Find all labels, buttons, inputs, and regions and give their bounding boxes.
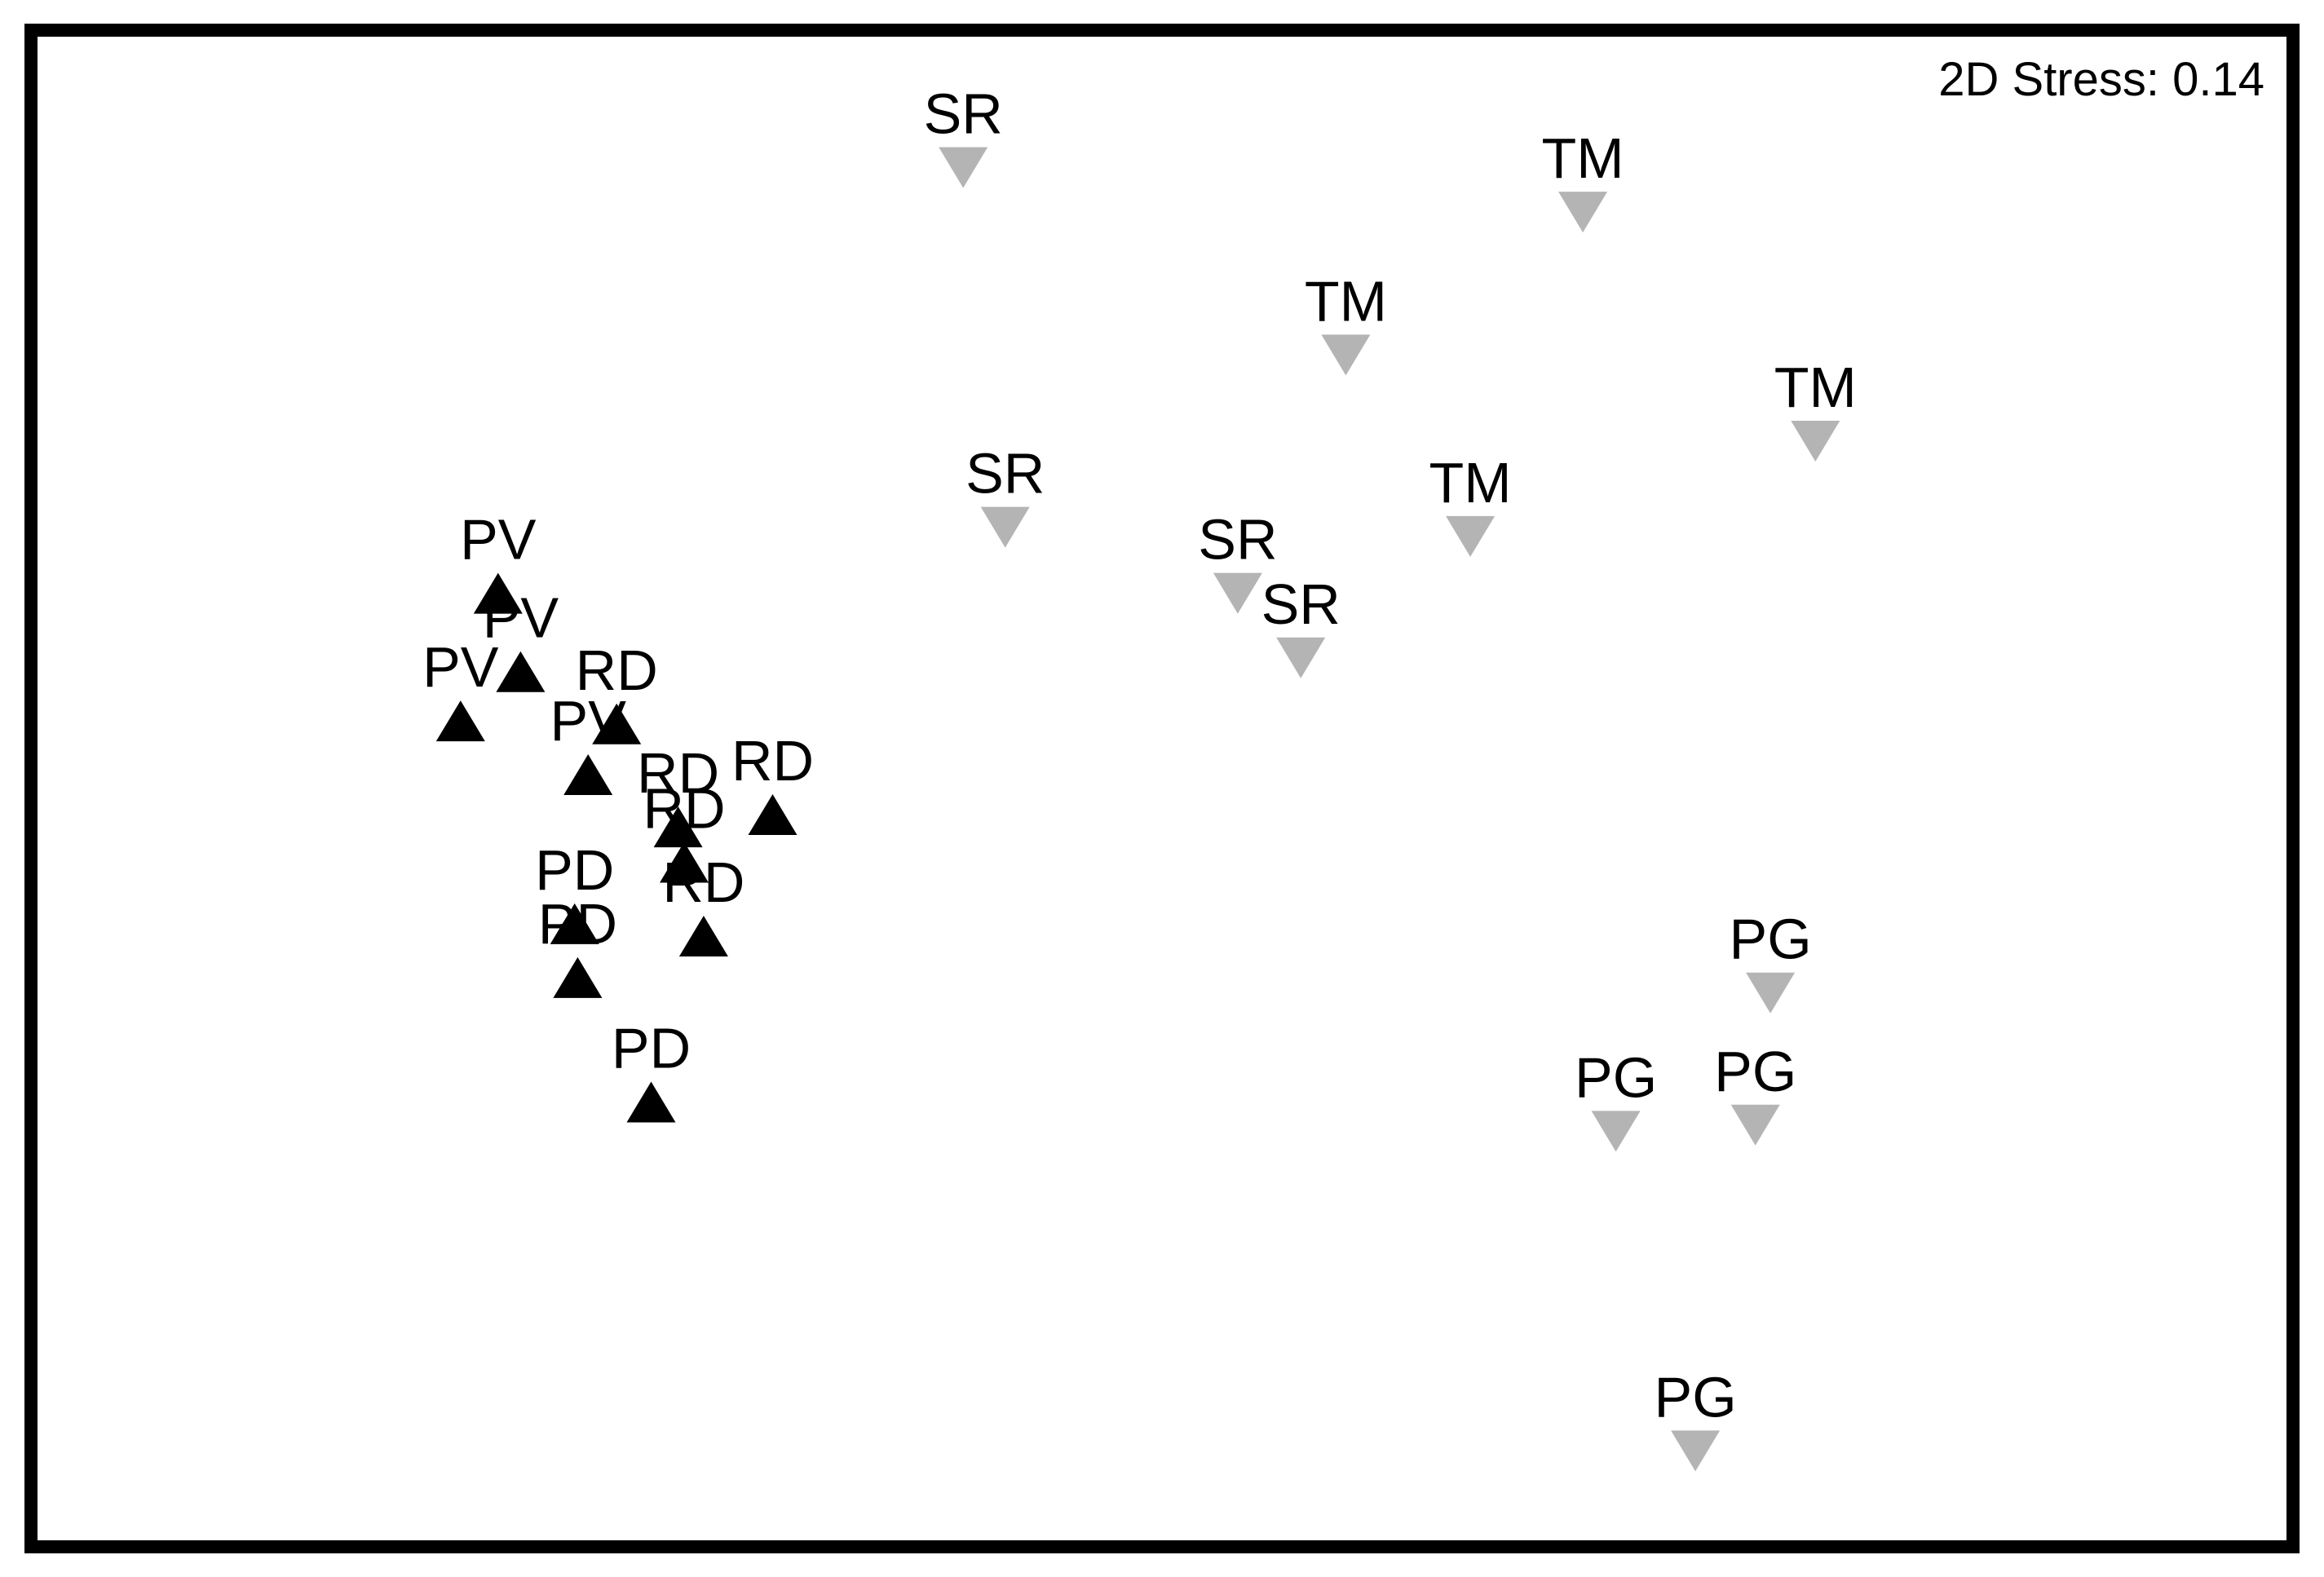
triangle-down-marker: [1671, 1430, 1721, 1472]
point-label: PG: [1714, 1040, 1796, 1103]
point-label: SR: [1198, 508, 1277, 572]
triangle-up-marker: [550, 903, 599, 944]
triangle-down-marker: [1558, 192, 1608, 233]
scatter-point-rd: RD: [662, 850, 744, 956]
triangle-up-marker: [678, 916, 728, 956]
scatter-point-sr: SR: [924, 82, 1003, 188]
point-label: PV: [483, 586, 559, 650]
triangle-up-marker: [653, 806, 703, 848]
point-label: TM: [1542, 126, 1624, 190]
triangle-down-marker: [1446, 515, 1496, 557]
triangle-up-marker: [592, 703, 642, 744]
triangle-down-marker: [1591, 1111, 1641, 1152]
scatter-point-tm: TM: [1305, 269, 1387, 376]
triangle-up-marker: [626, 1081, 676, 1123]
point-label: RD: [662, 850, 744, 914]
point-label: PV: [460, 508, 537, 572]
point-label: SR: [965, 442, 1045, 506]
triangle-up-marker: [435, 700, 485, 742]
point-label: RD: [731, 729, 814, 793]
point-label: PG: [1575, 1045, 1657, 1109]
point-label: TM: [1774, 356, 1857, 419]
scatter-point-sr: SR: [1261, 572, 1341, 678]
scatter-point-rd: RD: [637, 741, 719, 848]
point-label: PG: [1730, 908, 1812, 971]
point-label: RD: [637, 741, 719, 805]
triangle-down-marker: [1791, 421, 1840, 462]
triangle-down-marker: [1213, 572, 1262, 614]
triangle-up-marker: [496, 651, 546, 692]
triangle-up-marker: [563, 754, 613, 795]
scatter-point-pd: PD: [535, 838, 614, 944]
scatter-point-sr: SR: [1198, 508, 1278, 614]
triangle-down-marker: [1746, 972, 1796, 1014]
scatter-point-tm: TM: [1774, 356, 1857, 462]
triangle-up-marker: [553, 956, 603, 998]
point-label: SR: [1261, 572, 1341, 636]
scatter-point-sr: SR: [965, 442, 1045, 548]
scatter-point-pg: PG: [1575, 1045, 1657, 1152]
scatter-point-pg: PG: [1655, 1365, 1737, 1472]
scatter-point-rd: RD: [643, 777, 726, 883]
point-label: PD: [612, 1017, 691, 1080]
point-label: TM: [1429, 451, 1512, 515]
point-label: PG: [1655, 1365, 1737, 1429]
point-label: TM: [1305, 269, 1387, 333]
scatter-point-pg: PG: [1714, 1040, 1796, 1146]
triangle-up-marker: [473, 572, 523, 614]
point-label: PD: [535, 838, 614, 902]
scatter-point-pg: PG: [1730, 908, 1812, 1014]
point-label: SR: [924, 82, 1003, 146]
plot-frame: [24, 24, 2300, 1553]
triangle-down-marker: [980, 506, 1030, 548]
triangle-down-marker: [1321, 334, 1371, 376]
scatter-point-rd: RD: [576, 638, 658, 744]
triangle-up-marker: [660, 842, 709, 883]
scatter-point-pv: PV: [460, 508, 537, 614]
triangle-up-marker: [748, 794, 797, 835]
triangle-down-marker: [939, 147, 988, 188]
point-label: PD: [538, 892, 617, 956]
point-label: RD: [576, 638, 658, 702]
stress-annotation: 2D Stress: 0.14: [1938, 53, 2264, 106]
triangle-down-marker: [1730, 1104, 1780, 1146]
scatter-point-pd: PD: [538, 892, 617, 998]
point-label: RD: [643, 777, 725, 841]
point-label: PV: [422, 635, 499, 699]
scatter-point-tm: TM: [1542, 126, 1624, 233]
scatter-point-pd: PD: [612, 1017, 691, 1123]
scatter-point-tm: TM: [1429, 451, 1512, 557]
triangle-down-marker: [1276, 637, 1326, 678]
scatter-point-pv: PV: [422, 635, 499, 742]
scatter-point-pv: PV: [483, 586, 559, 692]
scatter-point-rd: RD: [731, 729, 814, 835]
